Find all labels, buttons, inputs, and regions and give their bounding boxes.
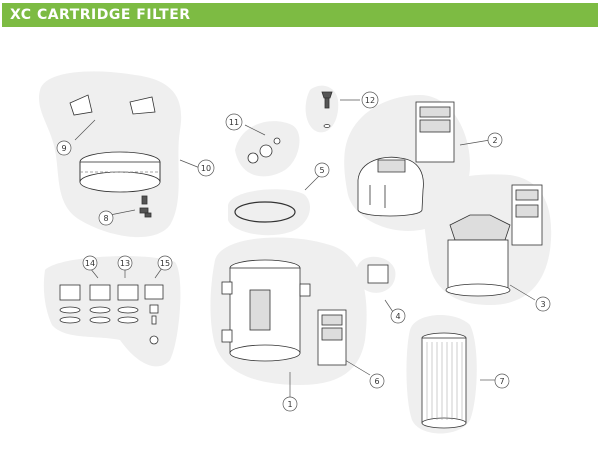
callout-6: 6	[369, 373, 385, 389]
part-4-bracket	[367, 264, 389, 284]
callout-1: 1	[282, 396, 298, 412]
svg-text:11: 11	[229, 118, 239, 127]
part-3-pump	[445, 184, 543, 297]
part-8-screws	[139, 195, 152, 218]
callout-10: 10	[197, 159, 215, 177]
svg-text:5: 5	[319, 166, 324, 175]
part-2-motor-housing	[357, 101, 455, 217]
part-lock-ring	[79, 151, 161, 193]
callout-11: 11	[225, 113, 243, 131]
svg-text:10: 10	[201, 164, 211, 173]
part-12-valve	[321, 91, 333, 128]
part-clips	[69, 94, 156, 116]
callout-12: 12	[361, 91, 379, 109]
leader-lines	[74, 99, 536, 400]
part-11-fittings	[247, 137, 281, 164]
part-7-cartridge	[421, 332, 467, 429]
svg-text:6: 6	[374, 377, 379, 386]
callout-7: 7	[494, 373, 510, 389]
svg-text:2: 2	[492, 136, 497, 145]
blob-gasket	[228, 189, 310, 236]
callout-2: 2	[487, 132, 503, 148]
svg-text:12: 12	[365, 96, 375, 105]
svg-text:9: 9	[61, 144, 66, 153]
page-title: XC CARTRIDGE FILTER	[10, 7, 191, 23]
parts-13-15	[59, 284, 164, 345]
callout-3: 3	[535, 296, 551, 312]
svg-text:15: 15	[160, 259, 170, 268]
callout-14: 14	[82, 255, 98, 271]
svg-text:8: 8	[103, 214, 108, 223]
callout-15: 15	[157, 255, 173, 271]
header-bar: XC CARTRIDGE FILTER	[2, 3, 598, 27]
callout-9: 9	[56, 140, 72, 156]
callout-8: 8	[98, 210, 114, 226]
svg-text:7: 7	[499, 377, 504, 386]
svg-text:3: 3	[540, 300, 545, 309]
callouts: 9 10 8 11 12 5 2 3 4 6 1 7 14 13 15	[56, 91, 551, 412]
callout-4: 4	[390, 308, 406, 324]
part-5-gasket	[234, 201, 296, 223]
svg-text:4: 4	[395, 312, 400, 321]
part-1-filter-housing	[221, 259, 347, 366]
blob-small-parts	[43, 256, 181, 367]
callout-5: 5	[314, 162, 330, 178]
svg-text:14: 14	[85, 259, 95, 268]
svg-text:1: 1	[287, 400, 292, 409]
callout-13: 13	[117, 255, 133, 271]
svg-text:13: 13	[120, 259, 130, 268]
